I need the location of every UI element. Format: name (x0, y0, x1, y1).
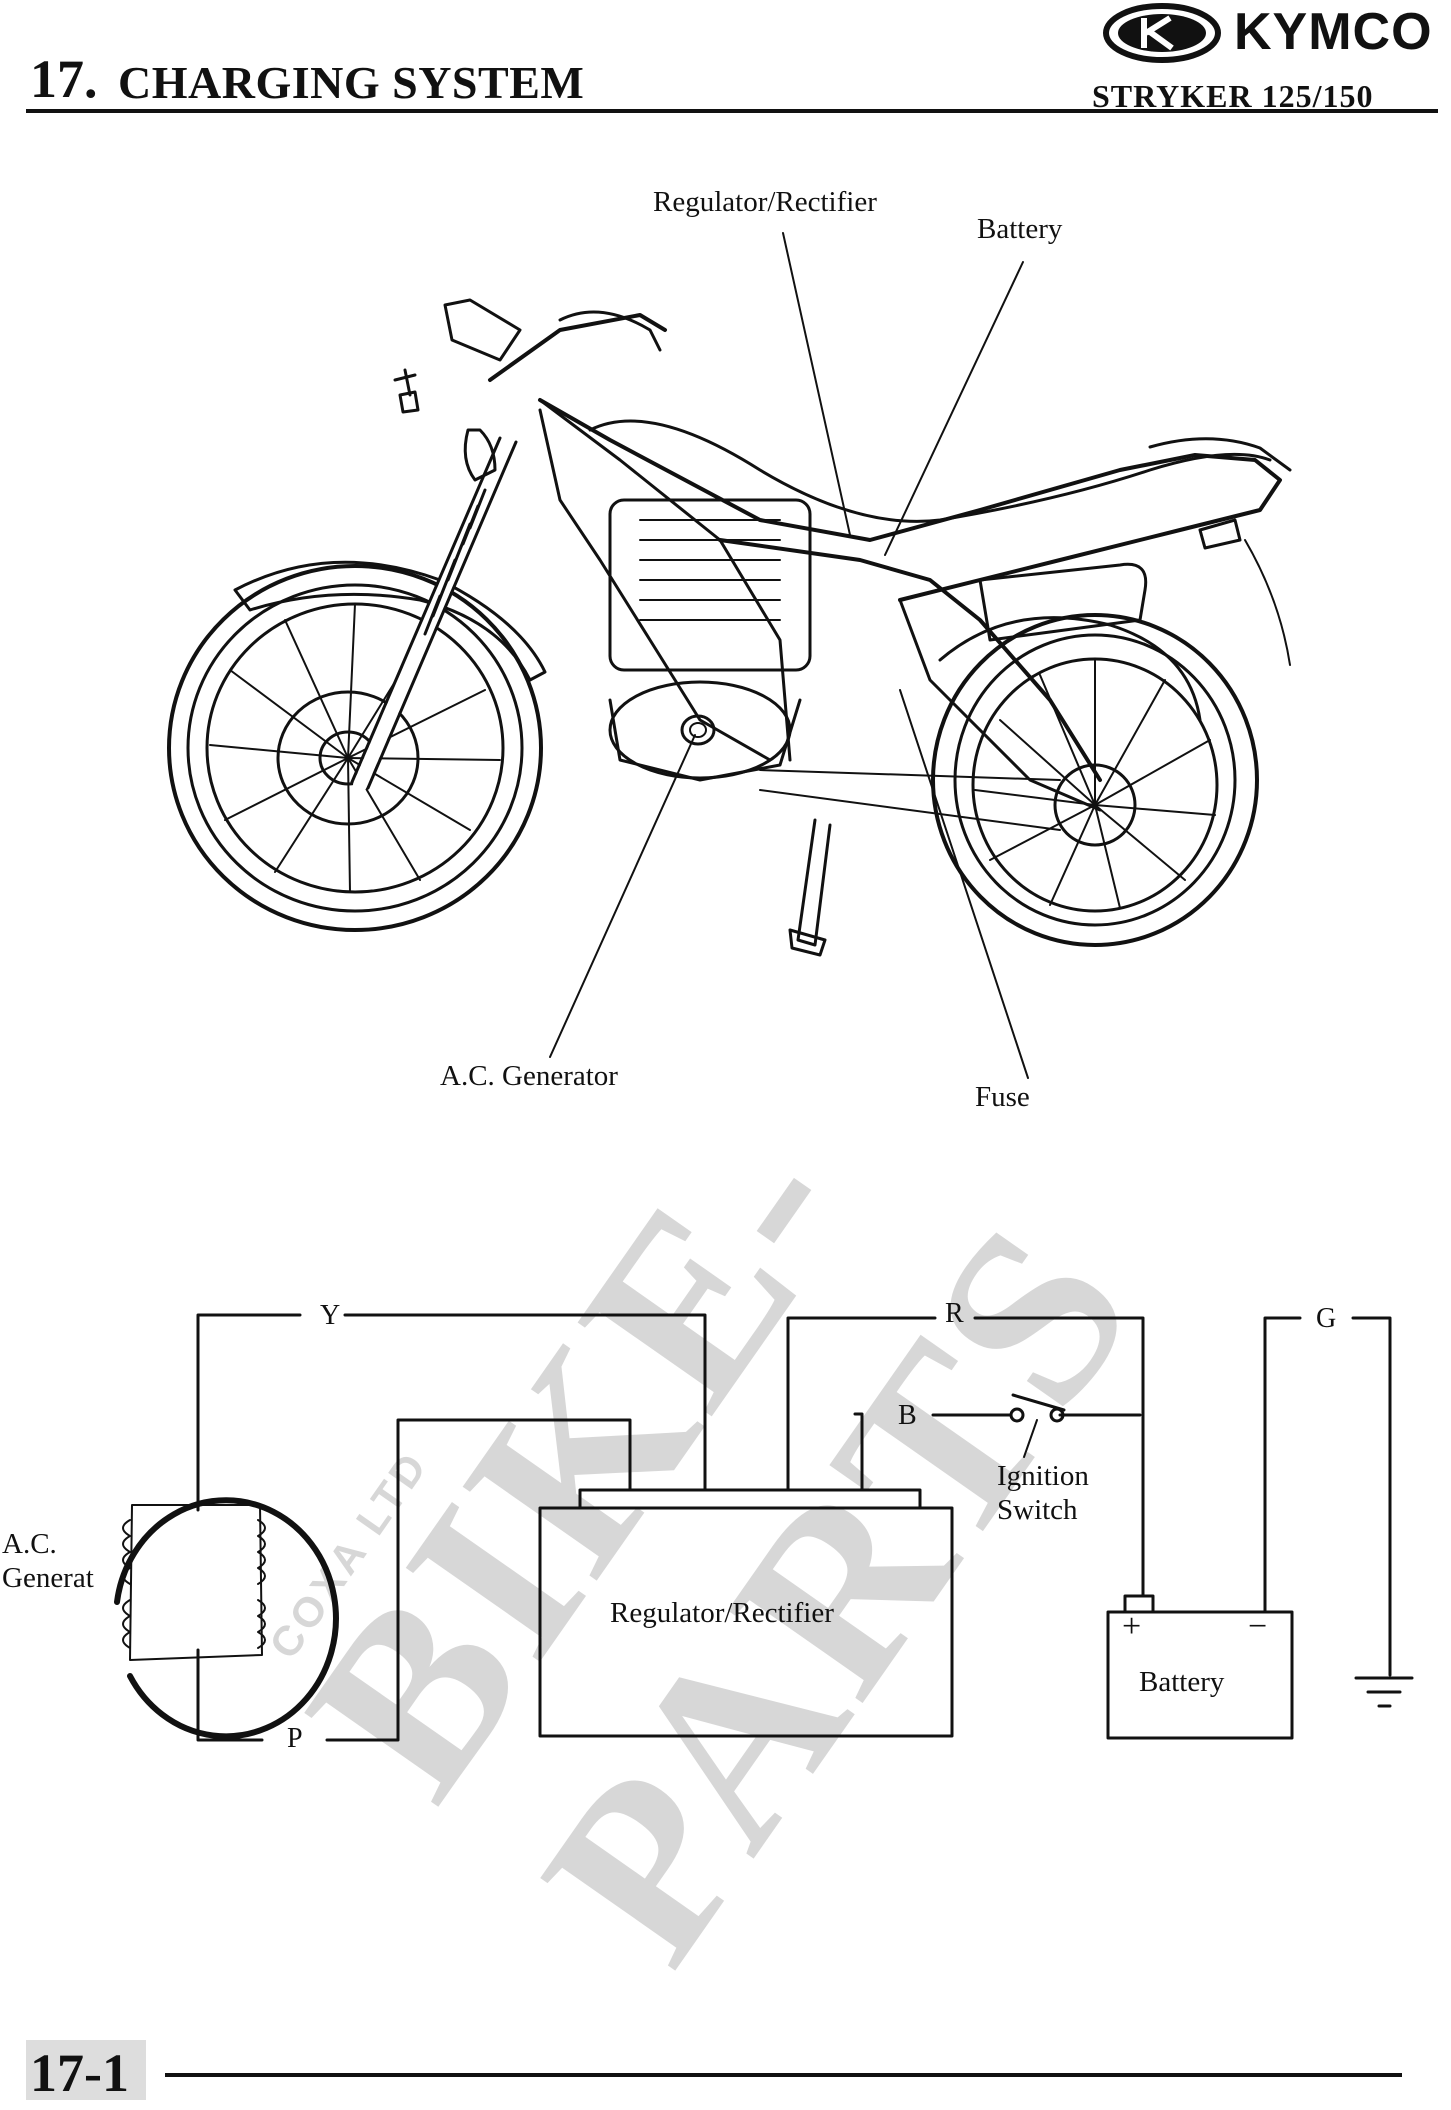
label-regulator-rectifier: Regulator/Rectifier (653, 186, 877, 218)
label-fuse: Fuse (975, 1081, 1030, 1113)
wire-label-p: P (287, 1723, 303, 1754)
wiring-schematic (114, 1313, 1414, 1742)
page-number-box (26, 2040, 146, 2100)
wire-label-y: Y (320, 1300, 341, 1331)
schematic-ignition-line1: Ignition (997, 1460, 1089, 1492)
page-number: 17-1 (30, 2043, 129, 2103)
schematic-regulator-rectifier: Regulator/Rectifier (610, 1597, 834, 1629)
section-number: 17. (30, 49, 98, 109)
schematic-ac-generator-line1: A.C. (2, 1528, 57, 1560)
leader-lines (549, 232, 1029, 1079)
brand-name: KYMCO (1234, 3, 1433, 61)
schematic-battery: Battery (1139, 1666, 1225, 1698)
label-ac-generator: A.C. Generator (440, 1060, 618, 1092)
model-name: STRYKER 125/150 (1092, 78, 1374, 114)
wire-label-b: B (898, 1400, 917, 1431)
motorcycle-illustration (167, 298, 1292, 957)
label-battery: Battery (977, 213, 1063, 245)
header-rule (26, 109, 1438, 113)
battery-plus-terminal: + (1122, 1608, 1142, 1645)
schematic-ac-generator-line2: Generat (2, 1562, 94, 1594)
section-title: CHARGING SYSTEM (118, 57, 585, 108)
wire-label-g: G (1316, 1303, 1337, 1334)
kymco-logo-icon (1103, 3, 1221, 63)
schematic-ignition-line2: Switch (997, 1494, 1078, 1526)
battery-minus-terminal: − (1248, 1608, 1268, 1645)
wire-label-r: R (945, 1298, 964, 1329)
footer-rule (165, 2073, 1402, 2077)
